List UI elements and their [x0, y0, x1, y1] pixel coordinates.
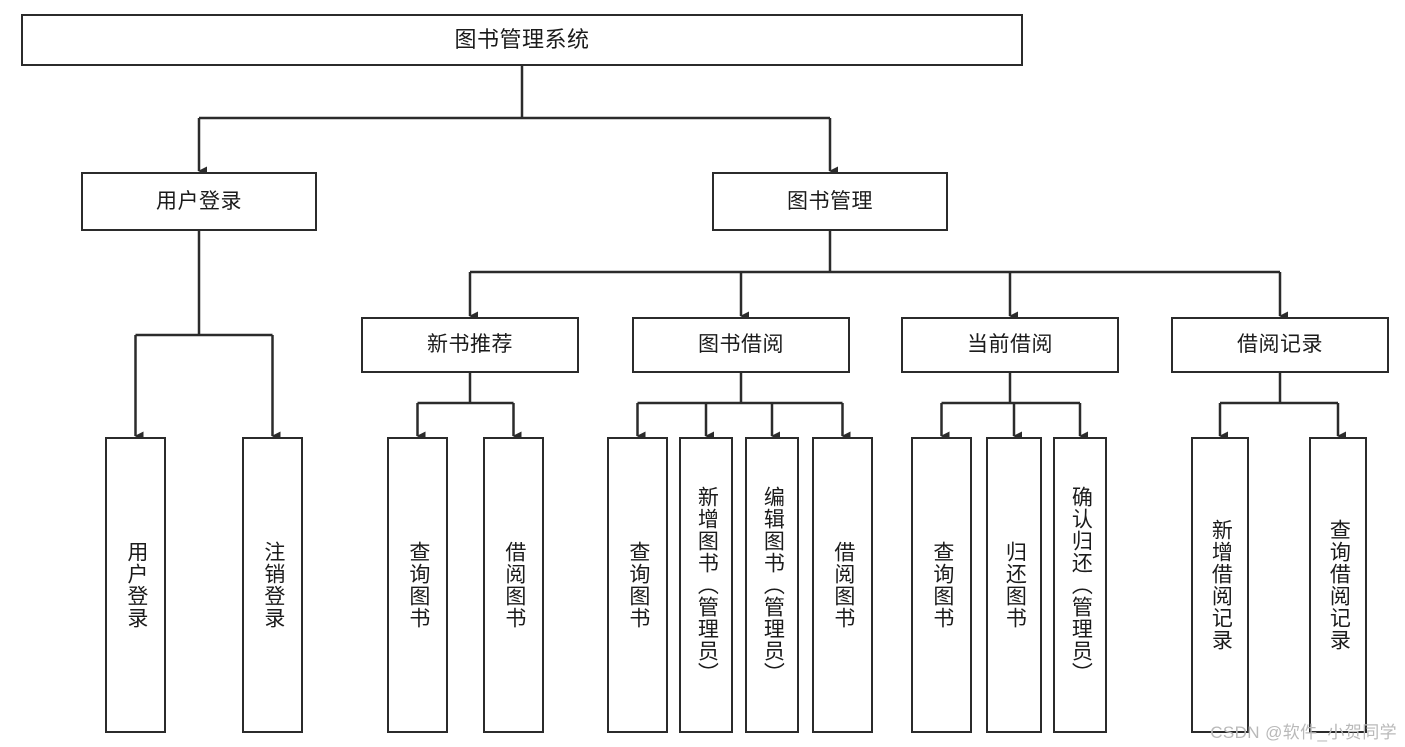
node-label-leaf7: 编辑图书（管理员）: [761, 486, 785, 684]
node-label-leaf4: 借阅图书: [502, 541, 526, 629]
node-login[interactable]: 用户登录: [81, 172, 317, 231]
node-leaf13[interactable]: 查询借阅记录: [1309, 437, 1367, 733]
node-borrow[interactable]: 图书借阅: [632, 317, 850, 373]
node-leaf11[interactable]: 确认归还（管理员）: [1053, 437, 1107, 733]
node-label-leaf8: 借阅图书: [831, 541, 855, 629]
node-label-record: 借阅记录: [1237, 333, 1323, 357]
node-label-leaf11: 确认归还（管理员）: [1069, 486, 1093, 684]
node-leaf8[interactable]: 借阅图书: [812, 437, 873, 733]
node-leaf5[interactable]: 查询图书: [607, 437, 668, 733]
node-current[interactable]: 当前借阅: [901, 317, 1119, 373]
node-label-current: 当前借阅: [967, 333, 1053, 357]
node-label-leaf10: 归还图书: [1003, 541, 1027, 629]
node-bookmgmt[interactable]: 图书管理: [712, 172, 948, 231]
node-label-leaf1: 用户登录: [124, 541, 148, 629]
node-leaf10[interactable]: 归还图书: [986, 437, 1042, 733]
node-leaf12[interactable]: 新增借阅记录: [1191, 437, 1249, 733]
node-label-newbook: 新书推荐: [427, 333, 513, 357]
node-label-login: 用户登录: [156, 189, 242, 213]
node-label-leaf3: 查询图书: [406, 541, 430, 629]
node-label-leaf2: 注销登录: [261, 541, 285, 629]
watermark-label: CSDN @软件_小贺同学: [1210, 723, 1397, 742]
node-leaf9[interactable]: 查询图书: [911, 437, 972, 733]
node-leaf4[interactable]: 借阅图书: [483, 437, 544, 733]
node-leaf3[interactable]: 查询图书: [387, 437, 448, 733]
node-leaf6[interactable]: 新增图书（管理员）: [679, 437, 733, 733]
node-leaf7[interactable]: 编辑图书（管理员）: [745, 437, 799, 733]
node-leaf2[interactable]: 注销登录: [242, 437, 303, 733]
node-label-leaf6: 新增图书（管理员）: [695, 486, 719, 684]
node-label-leaf12: 新增借阅记录: [1209, 519, 1233, 651]
node-root[interactable]: 图书管理系统: [21, 14, 1023, 66]
node-label-leaf13: 查询借阅记录: [1327, 519, 1351, 651]
node-label-leaf9: 查询图书: [930, 541, 954, 629]
node-label-leaf5: 查询图书: [626, 541, 650, 629]
node-label-bookmgmt: 图书管理: [787, 189, 873, 213]
node-label-root: 图书管理系统: [454, 26, 590, 52]
node-leaf1[interactable]: 用户登录: [105, 437, 166, 733]
node-label-borrow: 图书借阅: [698, 333, 784, 357]
node-record[interactable]: 借阅记录: [1171, 317, 1389, 373]
connector-lines: [134, 66, 1346, 441]
node-newbook[interactable]: 新书推荐: [361, 317, 579, 373]
